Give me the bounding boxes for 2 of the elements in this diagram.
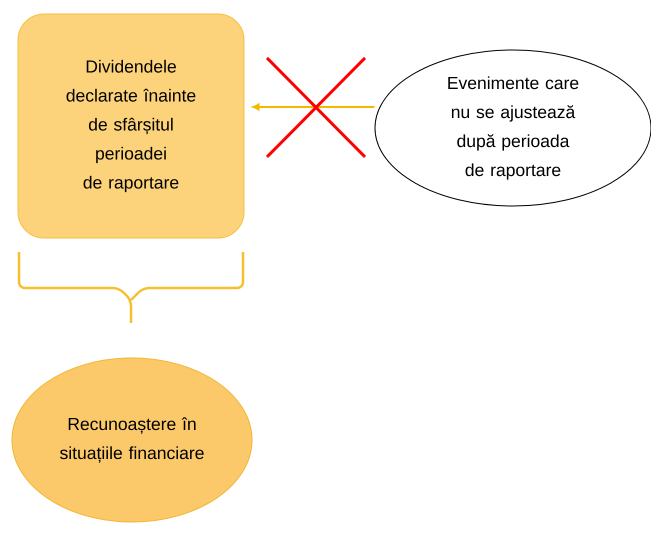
process-box: Dividendele declarate înainte de sfârșitul perioadei de raportare <box>18 14 244 238</box>
arrow <box>252 103 374 111</box>
